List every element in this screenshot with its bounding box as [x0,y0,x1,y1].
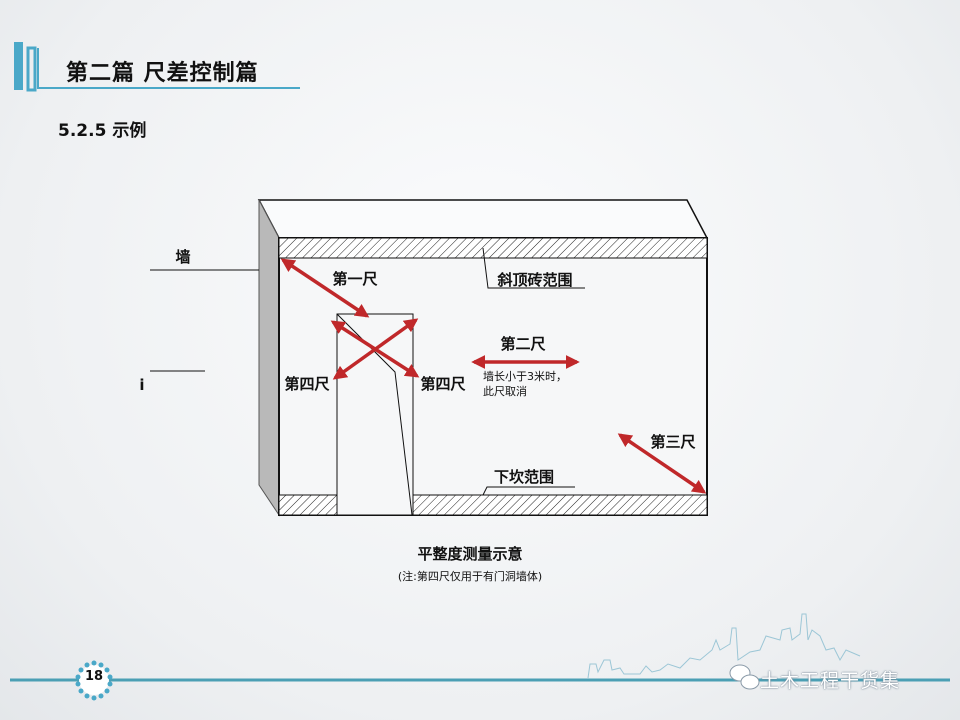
wechat-icon [729,664,760,690]
ruler1-arrow [280,258,370,318]
ruler4-right-label: 第四尺 [420,375,465,393]
wall-box [150,199,709,517]
side-label: i [139,376,144,394]
ruler4-left-label: 第四尺 [284,375,329,393]
skyline-icon [587,613,861,679]
diagram-caption: 平整度测量示意 [417,545,522,563]
bottom-band-label: 下坎范围 [494,468,554,486]
brand-watermark: 土木工程干货集 [760,670,901,692]
top-brick-band [278,237,708,259]
page-title: 第二篇 尺差控制篇 [66,61,259,86]
note-line-2: 此尺取消 [483,384,527,398]
ruler4-left-arrow [332,318,419,380]
ruler2-label: 第二尺 [500,335,545,353]
page-badge-icon [75,660,113,701]
caption-note: (注:第四尺仅用于有门洞墙体) [398,569,542,583]
ruler3-arrow [617,433,707,494]
top-band-label: 斜顶砖范围 [496,271,572,289]
page-number: 18 [84,669,104,684]
note-line-1: 墙长小于3米时， [483,369,567,383]
ruler1-label: 第一尺 [332,270,377,288]
header-logo-icon [14,42,300,92]
ruler3-label: 第三尺 [650,433,695,451]
wall-label: 墙 [175,248,190,266]
door-opening [336,313,414,516]
section-heading: 5.2.5 示例 [58,121,147,141]
